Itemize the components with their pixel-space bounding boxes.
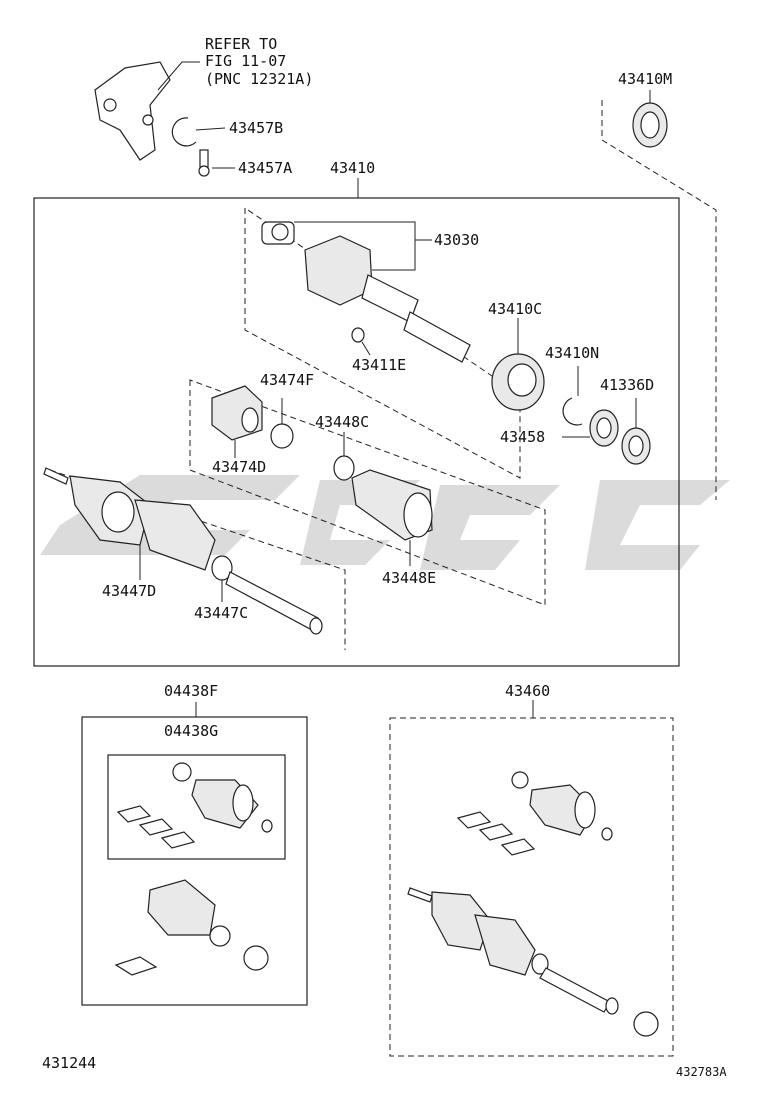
inner-joint-dashed-group [244,207,521,479]
snap-ring-part [171,117,197,147]
label-43448C[interactable]: 43448C [315,413,369,431]
pin-part [198,149,235,177]
refer-note-line-2: FIG 11-07 [205,52,286,70]
label-43447D[interactable]: 43447D [102,582,156,600]
refer-note-line-1: REFER TO [205,35,277,53]
shaft-assy-box [389,717,674,1057]
label-43447C[interactable]: 43447C [194,604,248,622]
seal-dashed-line [601,100,717,500]
footer-right-code: 432783A [676,1065,727,1079]
label-43410M[interactable]: 43410M [618,70,672,88]
outer-joint-part [43,467,323,635]
boot-kit-box [81,716,308,1006]
label-43448E[interactable]: 43448E [382,569,436,587]
circlip-part [351,327,365,343]
clamp-part [270,423,294,449]
dust-seal-part [562,409,619,447]
shaft-assembly-contents [407,771,659,1037]
label-41336D[interactable]: 41336D [600,376,654,394]
label-43457B[interactable]: 43457B [229,119,283,137]
label-43457A[interactable]: 43457A [238,159,292,177]
boot-clamp-part [333,455,355,481]
label-43030[interactable]: 43030 [434,231,479,249]
label-43410C[interactable]: 43410C [488,300,542,318]
boot-part [351,469,433,566]
boot-dashed-group [189,379,546,606]
oil-seal-part [632,90,668,148]
main-assembly-box [33,197,680,667]
refer-note-line-3: (PNC 12321A) [205,70,313,88]
boot-kit-inner-box [107,754,286,860]
label-43460[interactable]: 43460 [505,682,550,700]
label-43410N[interactable]: 43410N [545,344,599,362]
label-43410[interactable]: 43410 [330,159,375,177]
inner-joint-part [261,221,471,363]
kit-contents [114,762,273,976]
damper-part [211,385,263,458]
label-04438G[interactable]: 04438G [164,722,218,740]
seal-41336d-part [621,398,651,465]
bracket-part [94,61,200,161]
footer-left-code: 431244 [42,1054,96,1072]
bearing-part [491,318,545,411]
label-43474F[interactable]: 43474F [260,371,314,389]
label-04438F[interactable]: 04438F [164,682,218,700]
snap-ring-2-part [562,397,583,426]
label-43458[interactable]: 43458 [500,428,545,446]
label-43474D[interactable]: 43474D [212,458,266,476]
label-43411E[interactable]: 43411E [352,356,406,374]
